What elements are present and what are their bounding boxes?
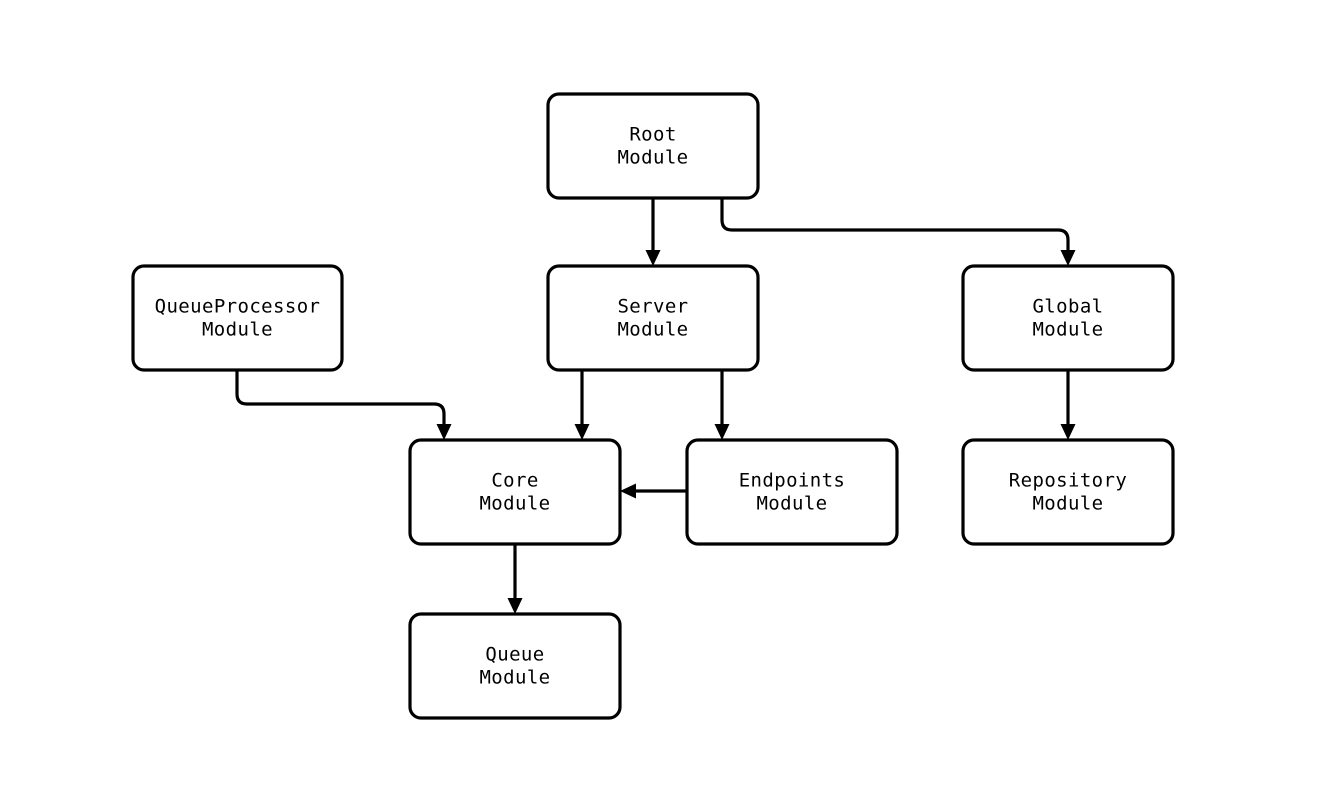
node-label-line1: Global <box>1032 296 1103 318</box>
edge-server-to-endpoints <box>714 370 730 440</box>
node-label-line1: Root <box>629 124 676 146</box>
node-label-line1: Queue <box>485 644 544 666</box>
arrowhead-icon <box>645 250 661 266</box>
arrowhead-icon <box>574 424 590 440</box>
node-shape[interactable] <box>961 438 1175 546</box>
arrowhead-icon <box>1060 424 1076 440</box>
node-label-line2: Module <box>756 493 827 515</box>
node-shape[interactable] <box>408 612 622 720</box>
node-label-line1: Endpoints <box>739 470 846 492</box>
edge-core-to-queue <box>507 544 523 614</box>
edge-root-to-server <box>645 198 661 266</box>
node-shape[interactable] <box>546 264 760 372</box>
node-shape[interactable] <box>546 92 760 200</box>
node-label-line2: Module <box>479 667 550 689</box>
node-label-line2: Module <box>617 147 688 169</box>
node-shape[interactable] <box>408 438 622 546</box>
edge-line <box>720 198 1070 250</box>
node-label-line2: Module <box>1032 493 1103 515</box>
node-label-line1: QueueProcessor <box>155 296 321 318</box>
edge-queueprocessor-to-core <box>235 370 452 440</box>
arrowhead-icon <box>714 424 730 440</box>
arrowhead-icon <box>620 483 636 499</box>
arrowhead-icon <box>1060 250 1076 266</box>
nodes-layer: RootModuleQueueProcessorModuleServerModu… <box>131 92 1175 720</box>
node-label-line1: Server <box>617 296 688 318</box>
arrowhead-icon <box>507 598 523 614</box>
node-label-line2: Module <box>1032 319 1103 341</box>
edges-layer <box>235 198 1076 614</box>
arrowhead-icon <box>436 424 452 440</box>
node-label-line1: Core <box>491 470 538 492</box>
node-label-line2: Module <box>617 319 688 341</box>
edge-line <box>235 370 446 424</box>
node-label-line2: Module <box>202 319 273 341</box>
node-label-line1: Repository <box>1009 470 1127 492</box>
edge-endpoints-to-core <box>620 483 687 499</box>
edge-server-to-core <box>574 370 590 440</box>
edge-global-to-repository <box>1060 370 1076 440</box>
node-label-line2: Module <box>479 493 550 515</box>
node-shape[interactable] <box>961 264 1175 372</box>
node-shape[interactable] <box>685 438 899 546</box>
node-shape[interactable] <box>131 264 344 372</box>
edge-root-to-global <box>720 198 1076 266</box>
